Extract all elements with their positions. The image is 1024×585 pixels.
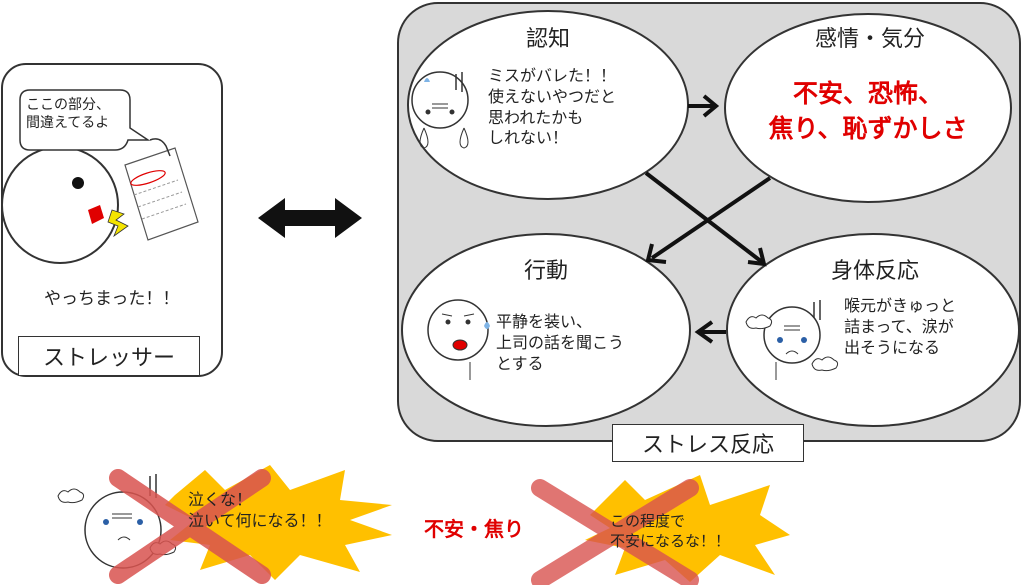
teary-face-body: [745, 300, 839, 380]
speech-bubble: [19, 89, 151, 151]
emotion-text: 不安、恐怖、 焦り、恥ずかしさ: [768, 79, 968, 143]
body-text: 喉元がきゅっと 詰まって、涙が 出そうになる: [844, 296, 957, 357]
behavior-title: 行動: [523, 259, 568, 284]
emotion-title: 感情・気分: [814, 27, 925, 52]
burst-left-text: 泣くな！ 泣いて何になる！！: [188, 490, 332, 530]
stressor-exclaim: やっちまった！！: [44, 289, 180, 309]
body-title: 身体反応: [830, 259, 919, 284]
flow-arrows: [644, 94, 772, 344]
stressor-label: ストレッサー: [18, 336, 200, 376]
stress-response-label: ストレス反応: [612, 424, 804, 462]
cognition-text: ミスがバレた！！ 使えないやつだと 思われたかも しれない！: [488, 66, 617, 148]
body-oval: [726, 233, 1020, 427]
cross-right: [531, 479, 699, 585]
behavior-oval: [401, 233, 691, 427]
cognition-title: 認知: [525, 27, 570, 52]
worried-face-cognition: [411, 71, 469, 149]
calm-face-behavior: [427, 299, 490, 380]
emotion-oval: [724, 13, 1012, 203]
behavior-text: 平静を装い、 上司の話を聞こう とする: [496, 312, 625, 373]
burst-right-text: この程度で 不安になるな！！: [610, 512, 731, 550]
cross-left: [109, 469, 271, 584]
middle-label: 不安・焦り: [424, 517, 524, 541]
document-icon: [124, 138, 199, 241]
bidirectional-arrow: [258, 198, 362, 238]
speech-bubble-text: ここの部分、 間違えてるよ: [26, 97, 110, 132]
